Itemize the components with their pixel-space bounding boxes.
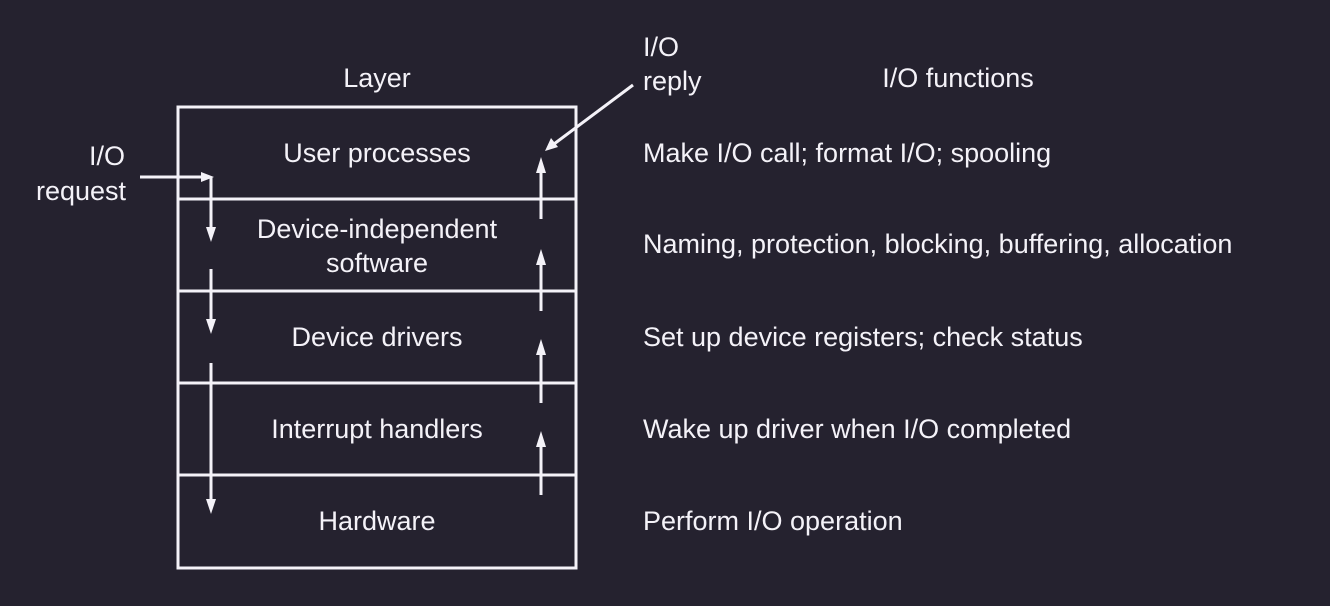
request-entry-arrowhead [201, 172, 214, 182]
io-request-label-line2: request [36, 176, 127, 206]
request-down-arrowhead [206, 499, 216, 514]
request-down-arrowhead [206, 227, 216, 242]
reply-up-arrowhead [536, 249, 546, 265]
function-user-processes: Make I/O call; format I/O; spooling [643, 138, 1051, 168]
reply-up-arrowhead [536, 339, 546, 355]
layer-name-hardware: Hardware [318, 506, 435, 536]
reply-pointer-arrow-shaft [553, 83, 634, 146]
reply-pointer-arrowhead [545, 138, 558, 151]
io-reply-label-line2: reply [643, 66, 702, 96]
reply-up-arrowhead [536, 157, 546, 173]
function-device-drivers: Set up device registers; check status [643, 322, 1083, 352]
layer-name-device-independent-line1: Device-independent [257, 214, 498, 244]
function-hardware: Perform I/O operation [643, 506, 903, 536]
request-down-arrowhead [206, 319, 216, 334]
io-reply-label-line1: I/O [643, 32, 679, 62]
layer-name-user-processes: User processes [283, 138, 471, 168]
reply-up-arrowhead [536, 431, 546, 447]
io-request-label-line1: I/O [89, 141, 125, 171]
layer-stack-box [176, 105, 578, 570]
io-functions-header: I/O functions [882, 63, 1034, 93]
function-device-independent: Naming, protection, blocking, buffering,… [643, 229, 1232, 259]
layer-name-interrupt-handlers: Interrupt handlers [271, 414, 483, 444]
layer-name-device-independent-line2: software [326, 248, 428, 278]
layer-header: Layer [343, 63, 411, 93]
layer-name-device-drivers: Device drivers [291, 322, 462, 352]
function-interrupt-handlers: Wake up driver when I/O completed [643, 414, 1071, 444]
